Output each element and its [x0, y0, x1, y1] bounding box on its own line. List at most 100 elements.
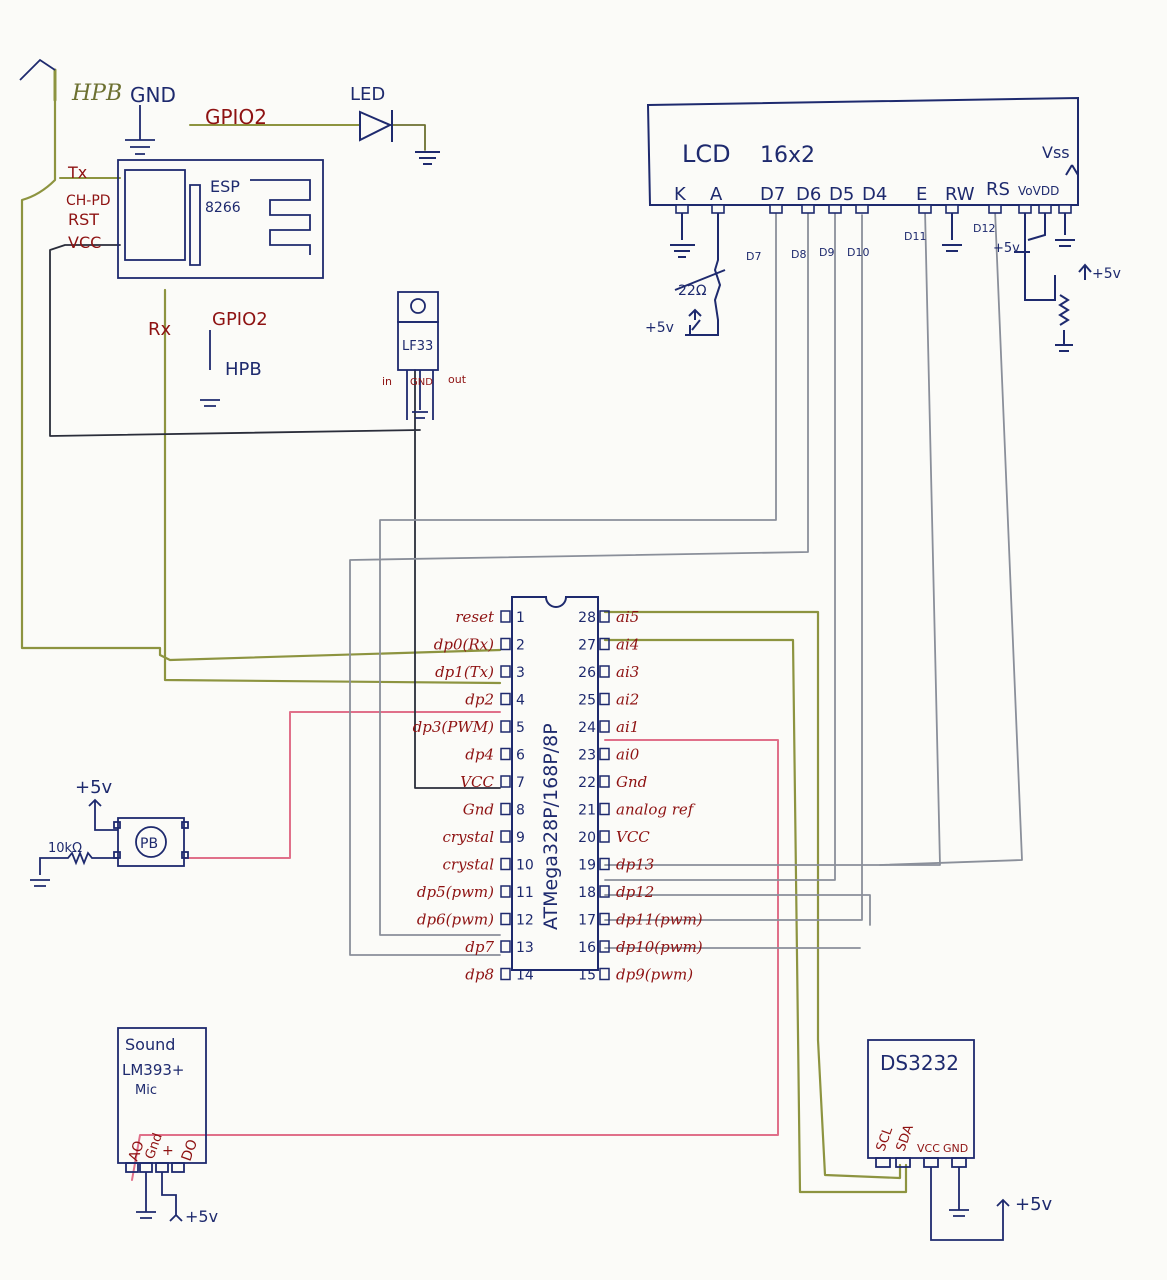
lcd-net-d7: D7 — [746, 250, 761, 263]
atmega-right-pin-pad — [599, 830, 610, 843]
atmega-right-pin-pad — [599, 610, 610, 623]
atmega-left-pin-label: crystal — [442, 828, 494, 846]
atmega-left-pin-label: dp4 — [465, 746, 494, 764]
atmega-left-pin-label: dp2 — [465, 691, 494, 709]
wire-olive-tx — [20, 98, 502, 662]
atmega-right-pin-pad — [599, 665, 610, 678]
atmega-right-pin-pad — [599, 720, 610, 733]
esp-name-2: 8266 — [205, 200, 241, 216]
lf33-pin-in: in — [382, 375, 392, 388]
rtc-pin-gnd: GND — [943, 1142, 968, 1155]
atmega-right-pin-label: analog ref — [616, 801, 696, 819]
atmega-left-pin-number: 5 — [516, 720, 525, 736]
atmega-right-pin-label: VCC — [616, 828, 650, 846]
lcd-net-d9: D9 — [819, 246, 834, 259]
sound-line-1: Sound — [125, 1035, 175, 1054]
lcd-pin-vovdd: VoVDD — [1018, 184, 1059, 198]
esp-pin-tx: Tx — [67, 163, 87, 182]
sound-pin-ao: AO — [126, 1139, 148, 1164]
lcd-pin-d7: D7 — [760, 184, 785, 205]
atmega-left-pin-number: 3 — [516, 665, 525, 681]
atmega-chip — [511, 596, 599, 971]
atmega-right-pin-number: 25 — [578, 693, 596, 709]
ds3232-module — [867, 1039, 1010, 1241]
lcd-module — [646, 96, 1092, 352]
atmega-left-pin-pad — [500, 692, 511, 706]
atmega-right-pin-label: dp9(pwm) — [616, 966, 693, 984]
wire-pink-sound — [131, 739, 779, 1181]
lcd-net-d12: D12 — [973, 222, 995, 235]
atmega-right-pin-number: 27 — [578, 638, 596, 654]
lcd-plus5-a: +5v — [645, 320, 674, 336]
esp-pin-rst: RST — [68, 210, 99, 229]
atmega-right-pin-number: 28 — [578, 610, 596, 626]
button-resistor: 10kΩ — [48, 841, 82, 856]
atmega-right-pin-pad — [599, 637, 610, 651]
lcd-pin-e: E — [916, 184, 927, 205]
atmega-left-pin-pad — [500, 967, 511, 981]
lcd-contrast-potentiometer — [1024, 205, 1073, 352]
lcd-net-d8: D8 — [791, 248, 806, 261]
lcd-pin-k: K — [674, 184, 687, 205]
atmega-right-pin-pad — [599, 967, 610, 981]
esp-hpb-top: HPB — [71, 81, 122, 106]
wire-gray-d7 — [604, 214, 863, 921]
atmega-name: ATMega328P/168P/8P — [540, 723, 562, 930]
lcd-resistor: 22Ω — [678, 283, 707, 299]
esp-gpio2-bottom: GPIO2 — [212, 309, 268, 330]
atmega-left-pin-number: 1 — [516, 610, 525, 626]
atmega-left-pin-pad — [500, 775, 511, 788]
esp-pin-vcc: VCC — [68, 233, 101, 252]
wire-gray-d5 — [349, 204, 809, 956]
atmega-left-pin-pad — [500, 802, 511, 816]
atmega-left-pin-label: reset — [455, 608, 495, 626]
atmega-right-pin-label: ai0 — [616, 746, 640, 764]
wire-dark-vcc — [49, 244, 501, 789]
wire-gray-d6 — [604, 204, 836, 881]
atmega-left-pin-pad — [500, 940, 511, 953]
atmega-left-pin-label: crystal — [442, 856, 494, 874]
atmega-right-pin-pad — [599, 885, 610, 898]
gnd-icon-led — [415, 151, 440, 165]
wire-gray-d11 — [604, 894, 871, 926]
gnd-icon-esp — [125, 105, 155, 155]
atmega-right-pin-pad — [599, 857, 610, 871]
sound-line-3: Mic — [135, 1083, 157, 1098]
atmega-right-pin-label: dp11(pwm) — [616, 911, 703, 929]
atmega-right-pin-pad — [599, 775, 610, 788]
atmega-right-pin-number: 26 — [578, 665, 596, 681]
atmega-left-pin-pad — [500, 912, 511, 926]
atmega-right-pin-pad — [599, 747, 610, 761]
lcd-net-d10: D10 — [847, 246, 869, 259]
hpb-switch-icon — [19, 58, 56, 81]
esp-pin-chpd: CH-PD — [66, 193, 111, 209]
esp8266-module — [19, 58, 324, 407]
wires — [20, 68, 1023, 1194]
led-label: LED — [350, 84, 385, 105]
gnd-icon-hpb — [200, 330, 220, 407]
sound-line-2: LM393+ — [122, 1061, 185, 1079]
atmega-left-pin-number: 6 — [516, 748, 525, 764]
wire-olive-rx — [163, 288, 502, 685]
atmega-right-pin-pad — [599, 912, 610, 926]
rtc-plus5: +5v — [1015, 1194, 1053, 1215]
atmega-right-pin-number: 17 — [578, 913, 596, 929]
atmega-left-pin-pad — [500, 665, 511, 678]
lcd-pin-d5: D5 — [829, 184, 854, 205]
button-label: PB — [140, 836, 158, 852]
lcd-plus5-c: +5v — [1092, 266, 1121, 282]
atmega-right-pin-label: ai5 — [616, 608, 639, 626]
wire-olive-scl — [603, 610, 902, 1180]
sound-pin-plus: + — [162, 1143, 174, 1159]
lcd-pin-rs: RS — [986, 179, 1010, 200]
lcd-title: LCD — [682, 140, 731, 168]
gnd-icon-lcd-k — [670, 205, 695, 258]
lcd-plus5-b: +5v — [993, 241, 1020, 256]
atmega-right-pin-label: ai2 — [616, 691, 639, 709]
sound-plus5: +5v — [185, 1207, 218, 1226]
atmega-left-pin-number: 10 — [516, 858, 534, 874]
atmega-left-pin-number: 9 — [516, 830, 525, 846]
esp-hpb-bottom: HPB — [225, 359, 262, 380]
lcd-pin-pads — [675, 204, 1072, 214]
